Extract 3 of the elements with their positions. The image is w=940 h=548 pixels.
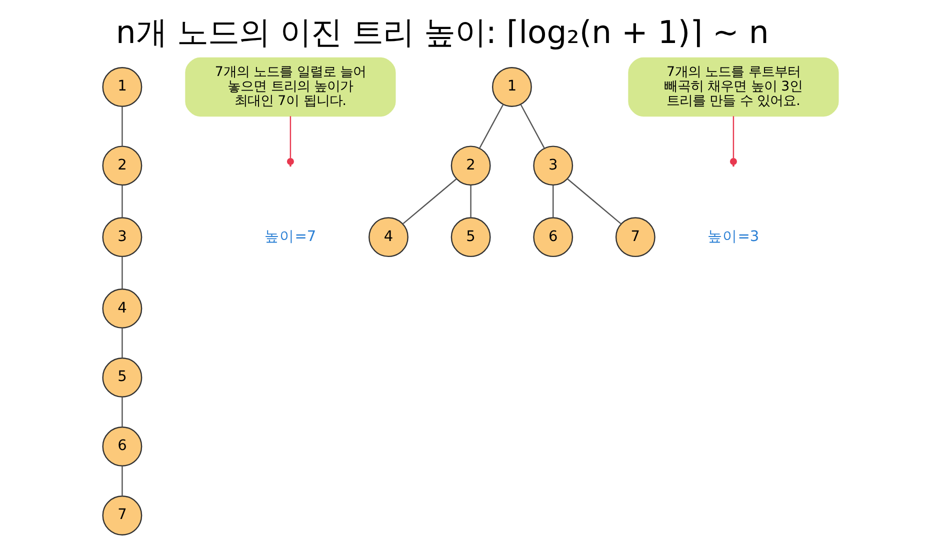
diagram-title: n개 노드의 이진 트리 높이: ⌈log₂(n + 1)⌉ ~ n bbox=[115, 15, 768, 52]
label: 높이=7 bbox=[264, 228, 316, 245]
label: 높이=3 bbox=[707, 228, 759, 245]
